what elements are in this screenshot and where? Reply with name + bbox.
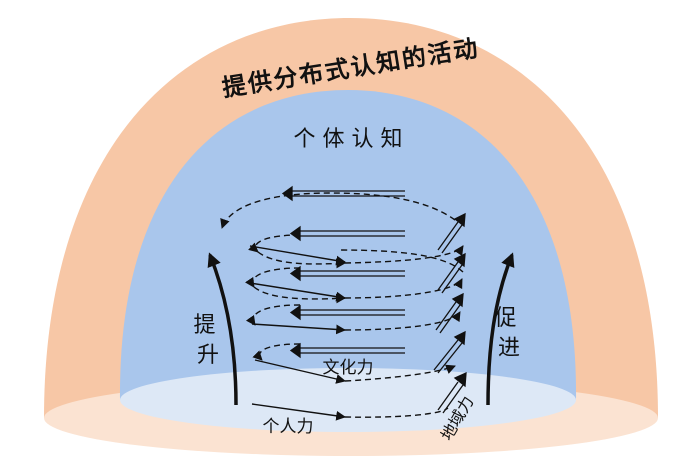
double-arrows bbox=[281, 185, 405, 359]
spiral-loop-1 bbox=[220, 192, 456, 229]
inner-dome bbox=[119, 90, 577, 400]
spiral-loop-12 bbox=[344, 364, 456, 382]
double-arrow-1 bbox=[281, 185, 405, 202]
spiral-loop-6 bbox=[245, 267, 301, 288]
solid-arrow-2 bbox=[249, 282, 346, 302]
spiral-loop-13 bbox=[344, 407, 449, 418]
right-label-char-2: 进 bbox=[498, 336, 520, 361]
right-label: 促 进 bbox=[494, 306, 523, 361]
solid-arrow-1 bbox=[249, 245, 346, 266]
left-label-char-1: 提 bbox=[193, 313, 215, 338]
double-arrow-5 bbox=[289, 342, 405, 359]
double-arrow-3 bbox=[289, 265, 405, 282]
diag-arrow-1 bbox=[437, 212, 466, 254]
left-rising-arrow bbox=[207, 252, 238, 406]
spiral-loop-11 bbox=[344, 311, 461, 331]
personal-label: 个人力 bbox=[263, 417, 314, 437]
diag-arrow-2 bbox=[437, 252, 466, 294]
solid-arrow-3 bbox=[251, 323, 346, 335]
right-label-char-1: 促 bbox=[494, 306, 516, 331]
spiral-loop-9 bbox=[245, 304, 301, 326]
left-label-char-2: 升 bbox=[197, 343, 219, 368]
spiral-loop-7 bbox=[253, 286, 346, 304]
culture-label: 文化力 bbox=[323, 358, 374, 378]
solid-arrows bbox=[249, 245, 346, 421]
double-arrow-2 bbox=[289, 225, 405, 242]
spiral-loops bbox=[220, 192, 464, 418]
spiral-loop-4 bbox=[344, 245, 464, 264]
spiral-loop-2 bbox=[248, 234, 301, 253]
solid-arrow-5 bbox=[251, 403, 346, 421]
spiral-loop-8 bbox=[344, 278, 463, 299]
left-label: 提 升 bbox=[193, 313, 222, 368]
diag-arrow-3 bbox=[435, 292, 464, 334]
solid-arrow-4 bbox=[254, 359, 346, 384]
diagonal-double-arrows bbox=[433, 212, 467, 414]
right-rising-arrow bbox=[486, 252, 515, 406]
double-arrow-4 bbox=[289, 304, 405, 321]
diag-arrow-4 bbox=[433, 330, 466, 374]
inner-label: 个 体 认 知 bbox=[294, 127, 403, 152]
diag-arrow-5 bbox=[437, 371, 467, 414]
